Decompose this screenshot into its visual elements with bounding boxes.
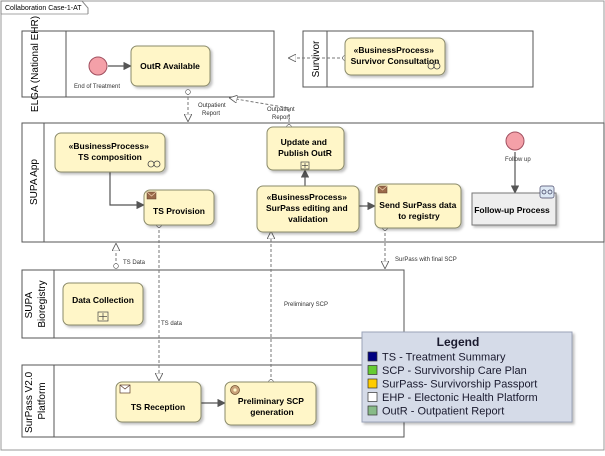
task-up-l1: Update and — [281, 137, 327, 147]
label-surpass-final-scp: SurPass with final SCP — [395, 257, 457, 263]
task-follow-up-process-label: Follow-up Process — [474, 205, 550, 215]
legend-swatch — [367, 392, 378, 402]
label-outpatient-report-1: Outpatient Report — [198, 103, 227, 117]
legend-title: Legend — [437, 335, 480, 349]
task-survivor-consultation[interactable]: «BusinessProcess» Survivor Consultation — [344, 37, 446, 76]
task-ts-composition[interactable]: «BusinessProcess» TS composition — [54, 132, 166, 173]
legend-label: EHP - Electonic Health Platform — [382, 392, 538, 404]
task-data-collection[interactable]: Data Collection — [62, 282, 144, 326]
legend-label: TS - Treatment Summary — [382, 352, 506, 364]
label-ts-data-2: TS data — [161, 321, 183, 327]
task-ss-l2: to registry — [398, 211, 440, 221]
task-se-l3: validation — [288, 214, 328, 224]
task-sc-l2: Survivor Consultation — [351, 56, 440, 66]
pool-bioregistry-line1: SUPA — [24, 292, 35, 319]
pool-bioregistry-line2: Bioregistry — [37, 280, 48, 327]
legend-swatch — [367, 378, 378, 389]
envelope-icon — [146, 191, 157, 200]
pool-survivor-label: Survivor — [311, 40, 322, 77]
label-or2-l2: Report — [272, 115, 290, 121]
task-preliminary-scp[interactable]: Preliminary SCP generation — [224, 381, 317, 426]
label-or1-l1: Outpatient — [198, 103, 226, 109]
envelope-icon — [377, 185, 388, 194]
label-end-of-treatment: End of Treatment — [74, 84, 120, 90]
legend-item: SCP - Survivorship Care Plan — [367, 365, 527, 377]
collaboration-icon — [539, 185, 555, 199]
task-sc-l1: «BusinessProcess» — [354, 45, 435, 55]
legend-item: OutR - Outpatient Report — [367, 405, 504, 418]
flow-composition-to-provision — [109, 172, 145, 210]
task-survivor-consultation-label: «BusinessProcess» Survivor Consultation — [351, 45, 440, 66]
pool-elga-label: ELGA (National EHR) — [30, 16, 41, 112]
task-ts-composition-label: «BusinessProcess» TS composition — [69, 141, 152, 162]
pool-surpass-line2: Platform — [37, 382, 48, 419]
loop-icon — [147, 160, 161, 168]
start-event-follow-up[interactable] — [505, 131, 525, 151]
envelope-icon — [119, 384, 131, 394]
legend-item: EHP - Electonic Health Platform — [367, 392, 538, 404]
task-tc-l2: TS composition — [78, 152, 142, 162]
task-data-collection-label: Data Collection — [72, 295, 134, 305]
diagram-tab[interactable]: Collaboration Case-1-AT — [0, 0, 89, 15]
task-send-surpass[interactable]: Send SurPass data to registry — [374, 183, 462, 229]
task-ss-l1: Send SurPass data — [379, 200, 456, 210]
task-ts-reception-label: TS Reception — [131, 402, 185, 412]
task-tc-l1: «BusinessProcess» — [69, 141, 150, 151]
task-outr-available-label: OutR Available — [140, 61, 200, 71]
legend-item: SurPass- Survivorship Passport — [367, 378, 537, 391]
task-ps-l2: generation — [250, 407, 293, 417]
task-surpass-editing[interactable]: «BusinessProcess» SurPass editing and va… — [256, 185, 360, 233]
diagram-title: Collaboration Case-1-AT — [5, 5, 82, 12]
start-event-end-of-treatment[interactable] — [88, 56, 108, 76]
legend-swatch — [367, 365, 378, 375]
gear-icon — [230, 385, 240, 395]
msg-outpatient-report-2 — [230, 98, 289, 127]
task-outr-available[interactable]: OutR Available — [130, 45, 211, 87]
label-ts-data-1: TS Data — [123, 260, 146, 266]
pool-supa-app-label: SUPA App — [29, 159, 40, 205]
pool-surpass-line1: SurPass V2.0 — [24, 371, 35, 433]
pool-supa-bioregistry-label: SUPA Bioregistry — [24, 280, 48, 327]
label-or2-l1: Outpatient — [267, 107, 295, 113]
label-follow-up: Follow up — [505, 157, 531, 163]
legend-label: SurPass- Survivorship Passport — [382, 379, 537, 391]
pool-surpass-platform-label: SurPass V2.0 Platform — [24, 369, 48, 433]
pool-surpass-platform[interactable]: SurPass V2.0 Platform — [21, 364, 405, 438]
task-update-publish-label: Update and Publish OutR — [278, 137, 332, 158]
task-ts-provision[interactable]: TS Provision — [143, 189, 215, 226]
legend-swatch — [367, 351, 378, 362]
task-surpass-editing-label: «BusinessProcess» SurPass editing and va… — [266, 192, 350, 224]
task-preliminary-scp-label: Preliminary SCP generation — [238, 396, 306, 417]
task-ts-reception[interactable]: TS Reception — [115, 381, 202, 423]
subprocess-plus-icon — [300, 161, 310, 170]
task-se-l2: SurPass editing and — [266, 203, 348, 213]
task-send-surpass-label: Send SurPass data to registry — [379, 200, 458, 221]
loop-icon — [427, 62, 441, 70]
subprocess-plus-icon — [97, 311, 109, 322]
task-ts-provision-label: TS Provision — [153, 206, 205, 216]
label-preliminary-scp: Preliminary SCP — [284, 302, 328, 308]
task-up-l2: Publish OutR — [278, 148, 332, 158]
task-follow-up-process[interactable]: Follow-up Process — [471, 185, 557, 226]
label-or1-l2: Report — [202, 111, 220, 117]
legend-label: OutR - Outpatient Report — [382, 406, 504, 418]
legend-swatch — [367, 405, 378, 416]
task-se-l1: «BusinessProcess» — [267, 192, 348, 202]
legend-label: SCP - Survivorship Care Plan — [382, 365, 527, 377]
label-outpatient-report-2: Outpatient Report — [267, 107, 296, 121]
task-update-publish[interactable]: Update and Publish OutR — [266, 126, 345, 171]
legend-item: TS - Treatment Summary — [367, 351, 506, 364]
task-ps-l1: Preliminary SCP — [238, 396, 304, 406]
